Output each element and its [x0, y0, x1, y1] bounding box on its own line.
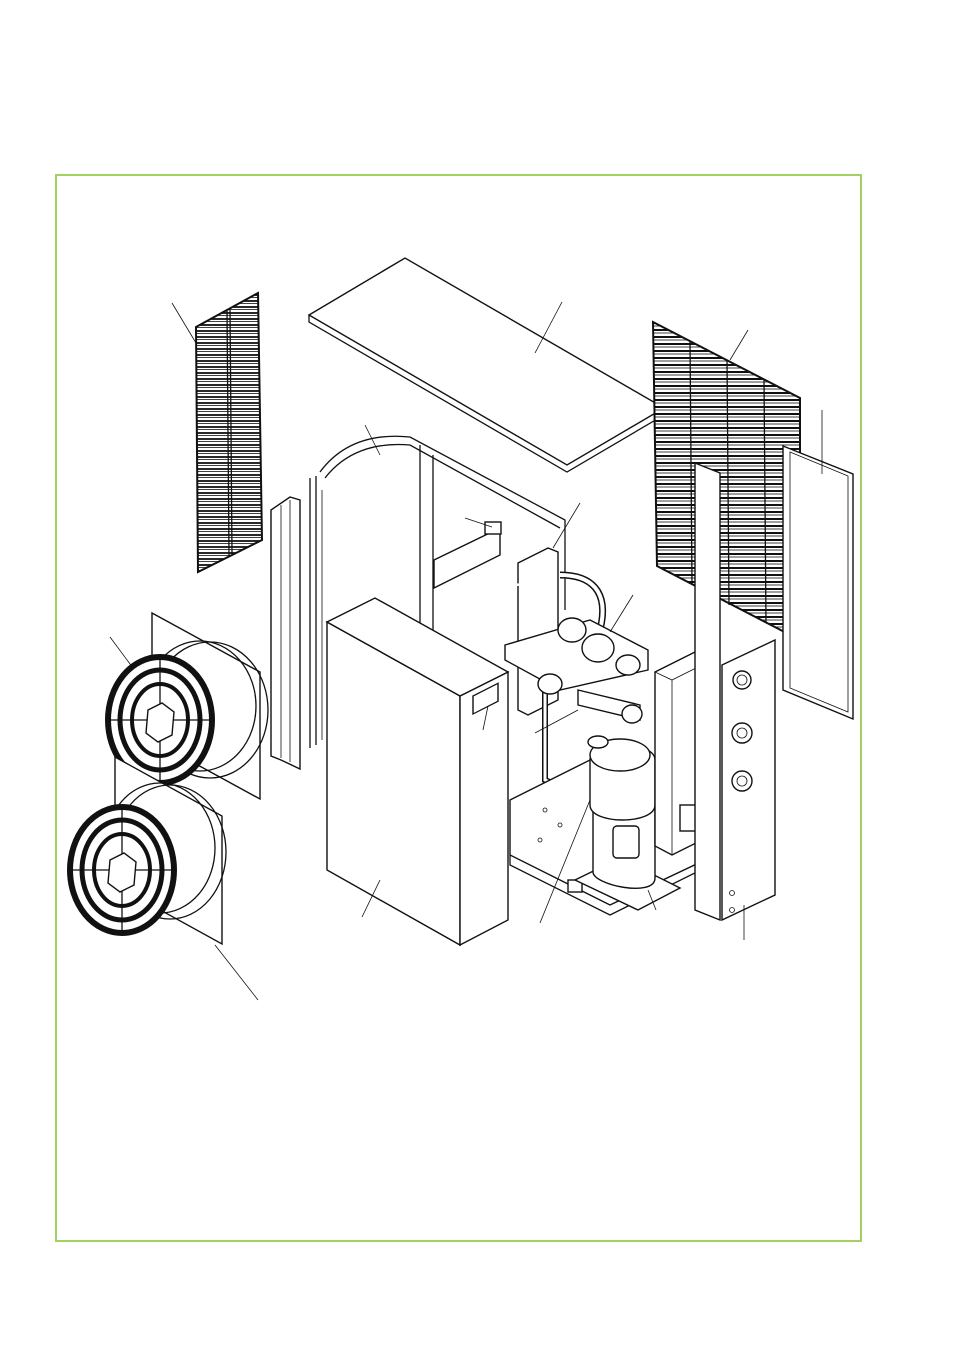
- side-strip: [270, 496, 301, 771]
- rear-panel: [782, 444, 854, 721]
- front-panel: [325, 597, 510, 947]
- grille-right: [651, 320, 801, 642]
- pump: [504, 617, 649, 724]
- fan-lower: [67, 755, 227, 946]
- fan-upper: [105, 611, 269, 801]
- grille-left: [194, 291, 264, 574]
- figure-frame: [55, 174, 862, 1242]
- leader-lines: [109, 301, 823, 1001]
- compressor: [573, 735, 682, 911]
- terminal-panel: [694, 461, 776, 922]
- top-cover: [307, 257, 666, 473]
